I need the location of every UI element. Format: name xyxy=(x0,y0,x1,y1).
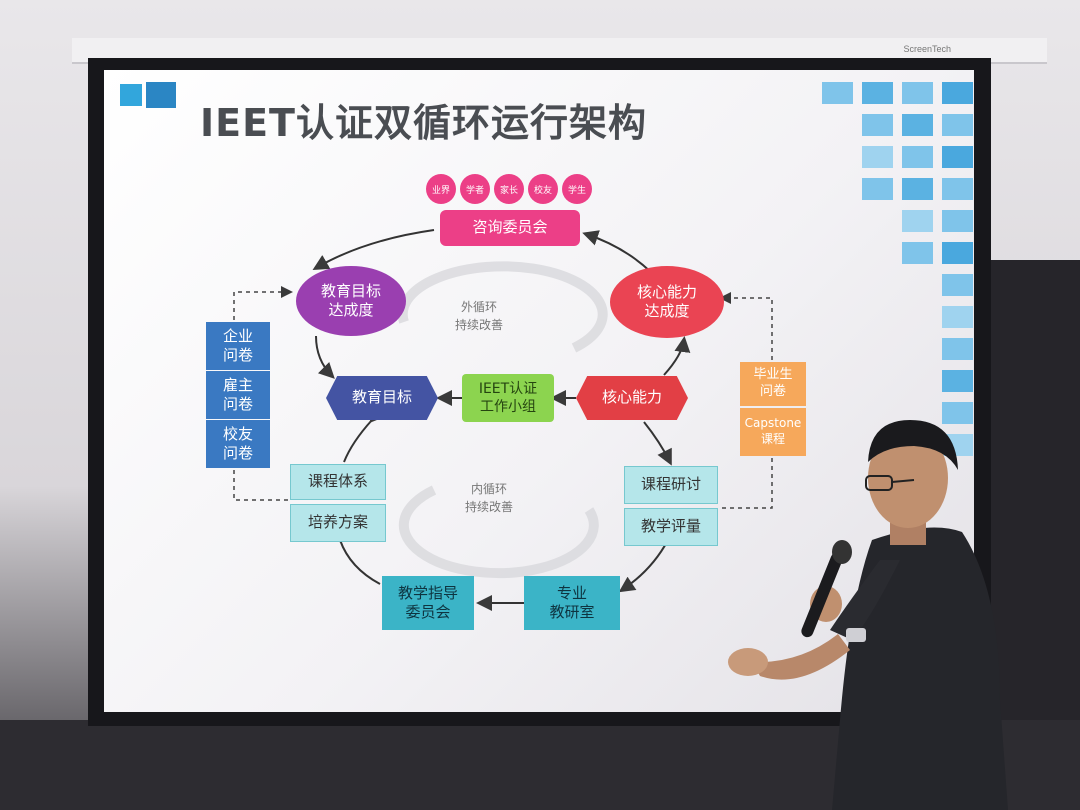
inner-cycle-label: 内循环 持续改善 xyxy=(464,482,513,514)
employer-survey-node: 雇主 问卷 xyxy=(206,371,270,419)
stakeholder-badge: 校友 xyxy=(528,174,558,204)
stakeholder-badge: 学者 xyxy=(460,174,490,204)
course-discussion-node: 课程研讨 xyxy=(624,466,718,504)
outer-cycle-label: 外循环 持续改善 xyxy=(454,300,503,332)
slide-title: IEET认证双循环运行架构 xyxy=(200,101,647,145)
curriculum-node: 课程体系 xyxy=(290,464,386,500)
alumni-survey-node: 校友 问卷 xyxy=(206,420,270,468)
case-label: ScreenTech xyxy=(903,44,951,54)
stakeholder-badge: 家长 xyxy=(494,174,524,204)
slide: IEET认证双循环运行架构 xyxy=(104,70,974,712)
enterprise-survey-node: 企业 问卷 xyxy=(206,322,270,370)
teaching-office-node: 专业 教研室 xyxy=(524,576,620,630)
capstone-course-node: Capstone 课程 xyxy=(740,408,806,456)
core-ability-attainment-node: 核心能力 达成度 xyxy=(610,266,724,338)
stakeholder-badge: 业界 xyxy=(426,174,456,204)
training-plan-node: 培养方案 xyxy=(290,504,386,542)
stakeholder-badge: 学生 xyxy=(562,174,592,204)
teaching-evaluation-node: 教学评量 xyxy=(624,508,718,546)
edu-goal-attainment-node: 教育目标 达成度 xyxy=(296,266,406,336)
title-accent-square xyxy=(120,84,142,106)
title-accent-square-2 xyxy=(146,82,176,108)
core-ability-node: 核心能力 xyxy=(576,376,688,420)
cycle-diagram-lines xyxy=(233,229,773,611)
teaching-committee-node: 教学指导 委员会 xyxy=(382,576,474,630)
ieet-work-group-node: IEET认证 工作小组 xyxy=(462,374,554,422)
arrow-advisory-to-goal xyxy=(312,229,435,271)
edu-goal-node: 教育目标 xyxy=(326,376,438,420)
advisory-committee-node: 咨询委员会 xyxy=(440,210,580,246)
decorative-tile-grid xyxy=(822,82,974,474)
graduate-survey-node: 毕业生 问卷 xyxy=(740,362,806,406)
